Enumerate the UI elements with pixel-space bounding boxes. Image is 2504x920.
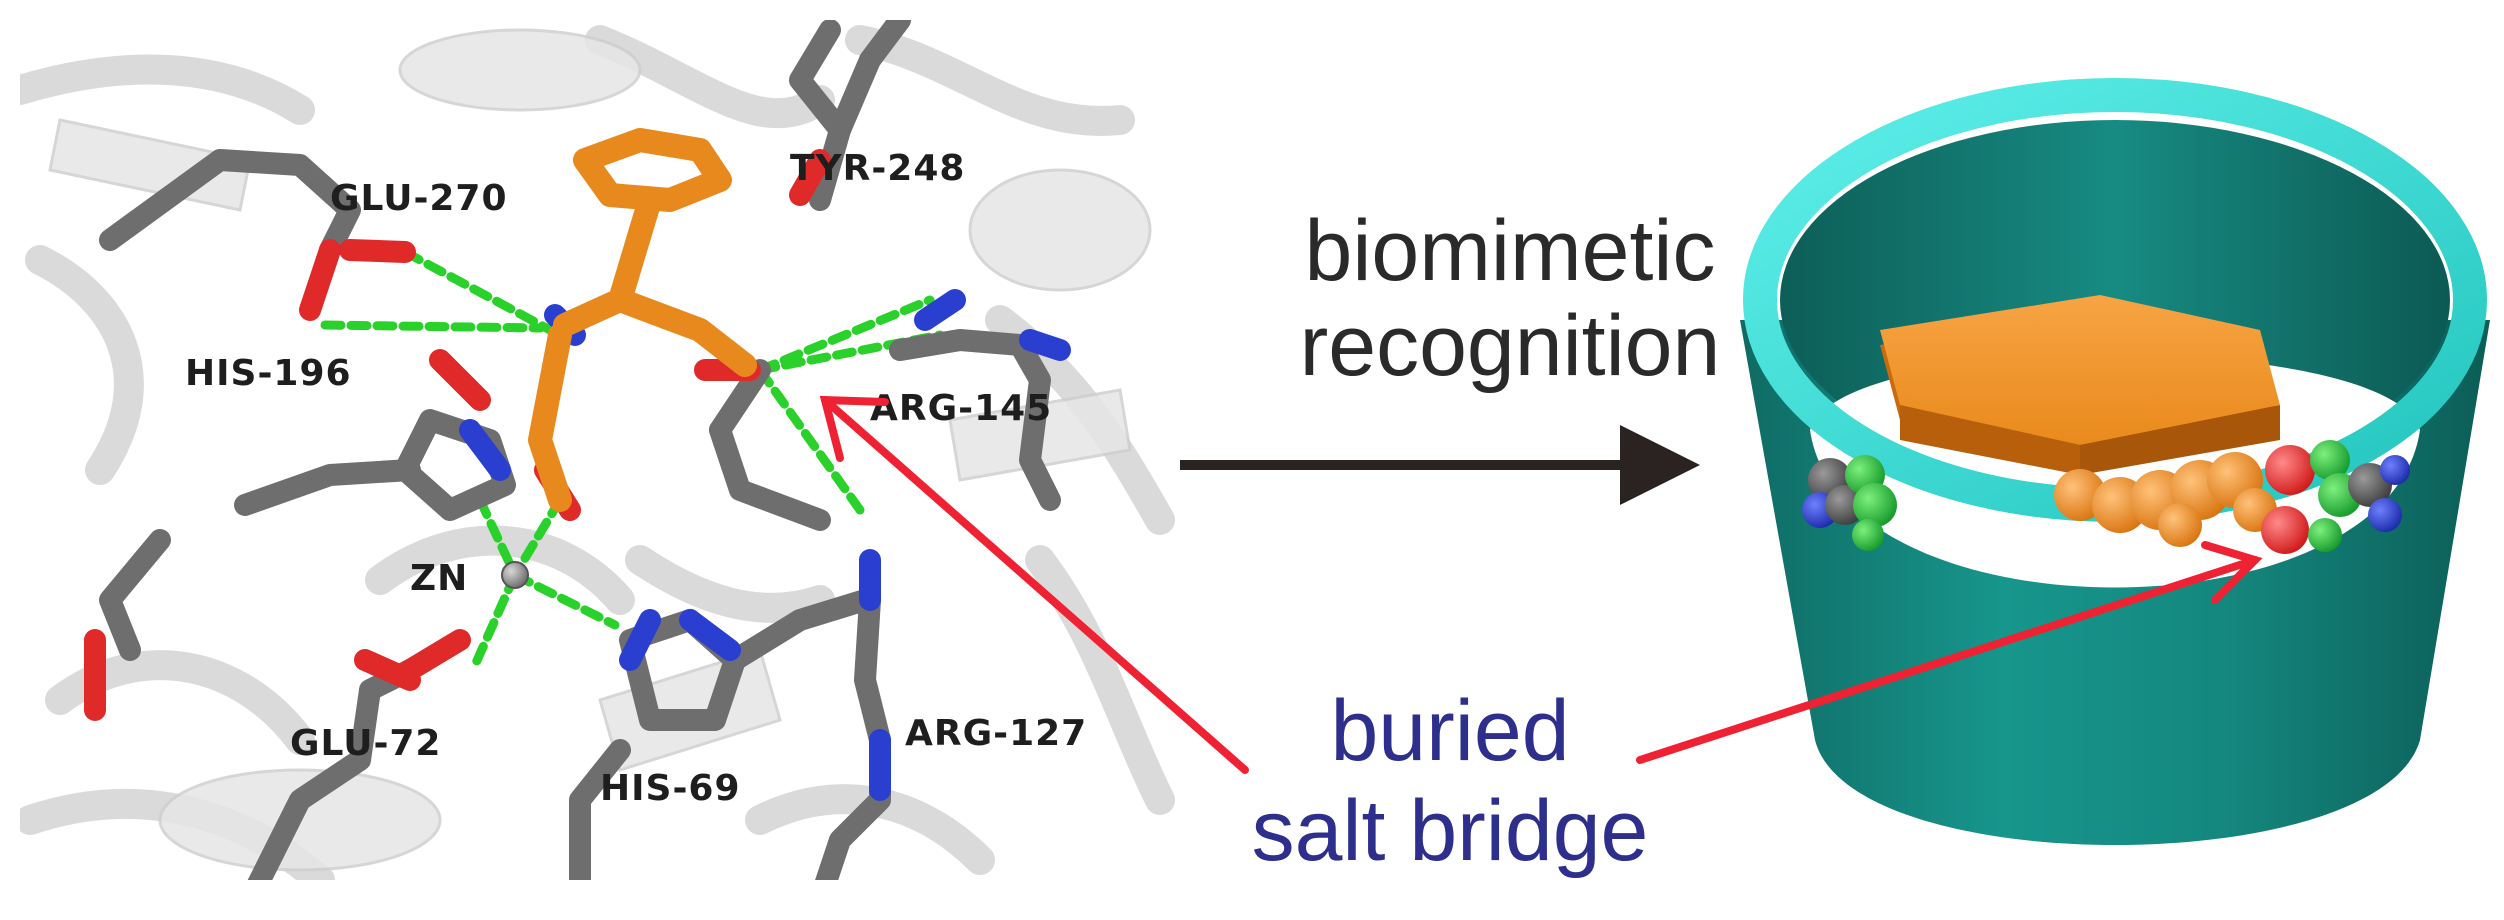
ligand-sticks: [528, 128, 757, 512]
caption-recognition: recognition: [1300, 298, 1721, 394]
salt-bridge-arrow-right: [1636, 541, 2263, 764]
ligand-aromatic-slab: [1880, 295, 2280, 475]
label-zn: ZN: [410, 558, 468, 599]
salt-bridge-arrow-left: [819, 395, 1249, 774]
recognition-arrow: [1180, 425, 1700, 505]
label-arg127: ARG-127: [905, 713, 1087, 754]
caption-biomimetic: biomimetic: [1305, 203, 1716, 299]
label-arg145: ARG-145: [870, 388, 1052, 429]
right-guanidinium-anchor: [2308, 440, 2410, 552]
caption-salt-bridge: salt bridge: [1252, 783, 1649, 879]
label-tyr248: TYR-248: [790, 148, 965, 189]
carboxylate-oxygens: [2261, 445, 2315, 554]
biomimetic-cylinder: [1740, 78, 2490, 845]
label-glu270: GLU-270: [330, 178, 508, 219]
label-glu72: GLU-72: [290, 723, 441, 764]
label-his196: HIS-196: [185, 353, 352, 394]
protein-binding-pocket: TYR-248 GLU-270 HIS-196 ARG-145 ZN GLU-7…: [20, 20, 1180, 880]
caption-buried: buried: [1330, 683, 1569, 779]
zinc-ion: [501, 561, 529, 589]
left-guanidinium-anchor: [1802, 455, 1897, 551]
label-his69: HIS-69: [600, 768, 741, 809]
